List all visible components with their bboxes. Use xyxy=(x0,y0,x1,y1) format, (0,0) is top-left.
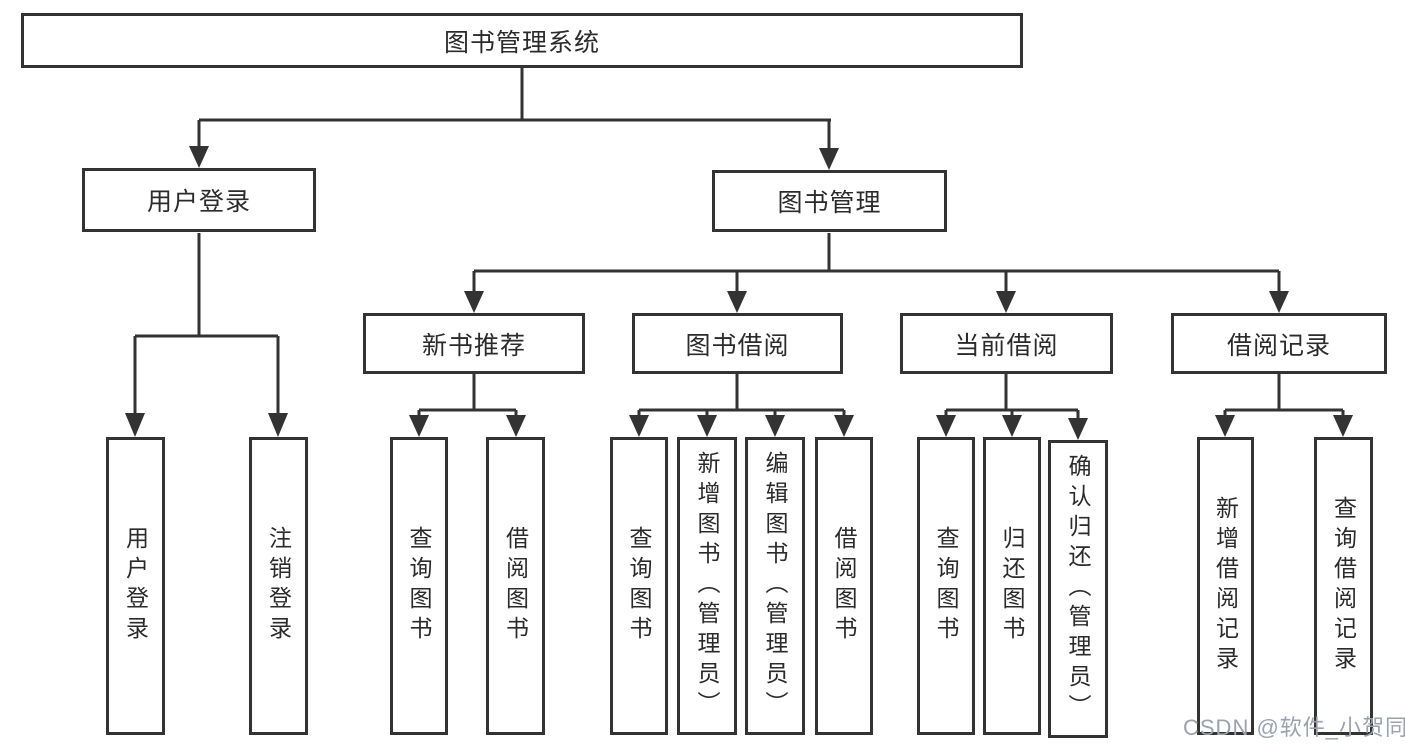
leaf-query-books-newbook: 查询图书 xyxy=(390,437,448,735)
leaf-confirm-return-admin: 确认归还（管理员） xyxy=(1048,440,1108,738)
leaf-query-books-newbook-label: 查询图书 xyxy=(406,526,432,646)
leaf-user-login: 用户登录 xyxy=(106,437,165,735)
leaf-add-borrow-record-label: 新增借阅记录 xyxy=(1212,496,1239,676)
csdn-watermark: CSDN @软件_小贺同学 xyxy=(1183,715,1405,740)
leaf-add-book-admin: 新增图书（管理员） xyxy=(677,437,737,735)
leaf-user-login-label: 用户登录 xyxy=(122,526,149,646)
leaf-borrow-books-borrow-label: 借阅图书 xyxy=(831,526,857,646)
node-borrowing-records-label: 借阅记录 xyxy=(1226,331,1331,360)
leaf-add-borrow-record: 新增借阅记录 xyxy=(1197,437,1254,735)
leaf-confirm-return-admin-label: 确认归还（管理员） xyxy=(1065,454,1091,724)
node-current-borrowing-label: 当前借阅 xyxy=(954,331,1059,360)
node-user-login: 用户登录 xyxy=(82,168,316,232)
node-borrowing-records: 借阅记录 xyxy=(1171,313,1387,374)
leaf-add-book-admin-label: 新增图书（管理员） xyxy=(694,451,720,721)
node-current-borrowing: 当前借阅 xyxy=(900,313,1113,374)
node-library-system: 图书管理系统 xyxy=(21,13,1023,68)
leaf-borrow-books-borrow: 借阅图书 xyxy=(815,437,873,735)
leaf-return-book: 归还图书 xyxy=(983,437,1041,735)
node-book-management: 图书管理 xyxy=(712,170,947,232)
leaf-query-borrow-record: 查询借阅记录 xyxy=(1314,437,1373,735)
leaf-query-borrow-record-label: 查询借阅记录 xyxy=(1330,496,1357,676)
leaf-query-books-current-label: 查询图书 xyxy=(933,526,959,646)
leaf-borrow-books-newbook-label: 借阅图书 xyxy=(502,526,529,646)
leaf-edit-book-admin: 编辑图书（管理员） xyxy=(745,437,805,735)
leaf-logout-label: 注销登录 xyxy=(265,526,292,646)
node-book-borrowing-label: 图书借阅 xyxy=(685,331,790,360)
leaf-query-books-current: 查询图书 xyxy=(917,437,975,735)
leaf-return-book-label: 归还图书 xyxy=(999,526,1025,646)
leaf-query-books-borrow-label: 查询图书 xyxy=(626,526,652,646)
leaf-edit-book-admin-label: 编辑图书（管理员） xyxy=(762,451,788,721)
leaf-borrow-books-newbook: 借阅图书 xyxy=(486,437,545,735)
node-library-system-label: 图书管理系统 xyxy=(443,28,600,57)
node-user-login-label: 用户登录 xyxy=(146,188,251,216)
leaf-logout: 注销登录 xyxy=(249,437,308,735)
node-book-management-label: 图书管理 xyxy=(777,189,882,217)
leaf-query-books-borrow: 查询图书 xyxy=(610,437,668,735)
node-new-book-recommend: 新书推荐 xyxy=(363,313,585,374)
node-new-book-recommend-label: 新书推荐 xyxy=(421,331,526,360)
node-book-borrowing: 图书借阅 xyxy=(632,313,843,374)
